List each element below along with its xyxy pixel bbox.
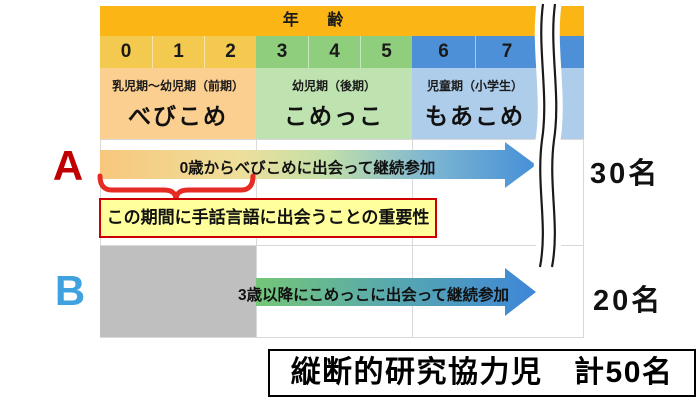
arrow-a-text: 0歳からべびこめに出会って継続参加	[179, 160, 436, 177]
grid-v-col6	[412, 139, 413, 337]
age-cell-continuation	[553, 36, 584, 68]
break-squiggle-left	[538, 3, 546, 268]
row-a-label: A	[52, 142, 84, 189]
row-b-count: 20名	[593, 285, 664, 317]
grid-left-border	[100, 139, 101, 337]
age-header-band: 年 齢	[100, 6, 538, 36]
row-b-gray-block	[100, 246, 256, 337]
section-bebikome-name: べびこめ	[128, 102, 228, 129]
section-moakome-period: 児童期（小学生）	[426, 78, 523, 93]
section-bebikome-period: 乳児期～幼児期（前期）	[111, 78, 244, 93]
grid-v-col3	[256, 139, 257, 337]
section-komekko-name: こめっこ	[284, 102, 384, 129]
grid-h-rowA-bottom	[100, 245, 584, 246]
grid-right-border	[583, 6, 584, 337]
row-a-count: 30名	[590, 158, 661, 190]
brace-icon	[97, 173, 256, 203]
importance-note: この期間に手話言語に出会うことの重要性	[99, 198, 437, 238]
section-komekko-period: 幼児期（後期）	[291, 78, 376, 93]
age-cell-7: 7	[475, 36, 538, 68]
row-b-label: B	[54, 267, 86, 314]
grid-h-blocks-bottom	[100, 139, 584, 140]
section-moakome: 児童期（小学生） もあこめ	[412, 68, 538, 139]
age-cell-0: 0	[100, 36, 152, 68]
section-komekko: 幼児期（後期） こめっこ	[256, 68, 412, 139]
arrow-b-text: 3歳以降にこめっこに出会って継続参加	[238, 287, 510, 304]
age-cell-2: 2	[204, 36, 256, 68]
section-continuation	[553, 68, 584, 139]
age-cell-5: 5	[360, 36, 412, 68]
age-cell-1: 1	[152, 36, 204, 68]
grid-h-table-bottom	[100, 337, 584, 338]
section-bebikome: 乳児期～幼児期（前期） べびこめ	[100, 68, 256, 139]
age-header-band-continuation	[553, 6, 584, 36]
section-moakome-name: もあこめ	[425, 102, 525, 129]
age-cell-3: 3	[256, 36, 308, 68]
age-cell-4: 4	[308, 36, 360, 68]
total-participants-box: 縦断的研究協力児 計50名	[268, 349, 696, 397]
age-cell-6: 6	[412, 36, 475, 68]
